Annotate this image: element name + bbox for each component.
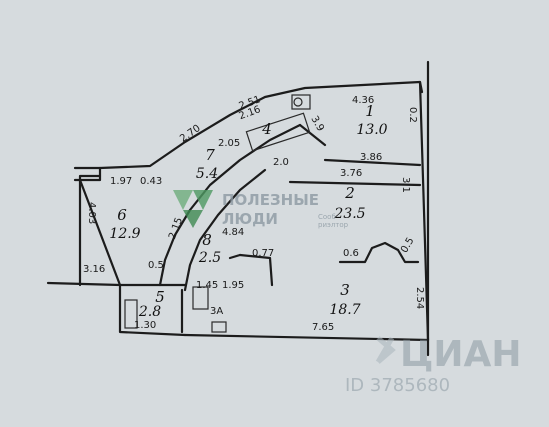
dim-label: 4.36 bbox=[352, 95, 374, 106]
cian-watermark: ЦИАН ID 3785680 bbox=[345, 334, 522, 396]
room-1-area: 13.0 bbox=[356, 122, 387, 138]
bathroom-fixtures bbox=[124, 94, 311, 333]
room-labels: 1 13.0 2 23.5 3 18.7 4 5.4 5 2.8 6 12.9 … bbox=[109, 102, 387, 320]
listing-id: ID 3785680 bbox=[345, 375, 450, 396]
brand-sub-line1: Сооб bbox=[318, 213, 336, 221]
dim-label: 0.5 bbox=[399, 236, 416, 255]
room-4-number: 4 bbox=[261, 120, 272, 138]
brand-name-line1: ПОЛЕЗНЫЕ bbox=[222, 191, 319, 209]
dim-label: 1.45 bbox=[196, 280, 218, 291]
dim-label: 1.97 bbox=[110, 176, 132, 187]
dim-label: 3.76 bbox=[340, 168, 362, 179]
dim-label: 2.15 bbox=[167, 216, 185, 241]
room-5-number: 5 bbox=[155, 288, 165, 306]
dim-label: 0.77 bbox=[252, 248, 274, 259]
dim-label: 1.95 bbox=[222, 280, 244, 291]
inner-walls bbox=[78, 123, 422, 334]
room-3-area: 18.7 bbox=[329, 302, 360, 318]
dim-label: 0.2 bbox=[407, 107, 418, 123]
dim-label: 4.84 bbox=[222, 227, 244, 238]
cian-text: ЦИАН bbox=[400, 334, 522, 375]
room-2-area: 23.5 bbox=[333, 206, 365, 222]
brand-sub-line2: риэлтор bbox=[318, 221, 349, 229]
dim-label: 3.1 bbox=[400, 177, 411, 193]
dim-label: 1.30 bbox=[134, 320, 156, 331]
cian-logo-icon bbox=[375, 336, 396, 364]
room-3-number: 3 bbox=[340, 281, 350, 299]
dim-label: 0.6 bbox=[343, 248, 359, 259]
dim-label: 2.05 bbox=[218, 138, 240, 149]
brand-logo-icon bbox=[173, 190, 213, 228]
room-6-area: 12.9 bbox=[109, 226, 140, 242]
brand-name-line2: ЛЮДИ bbox=[222, 210, 278, 228]
room-1-number: 1 bbox=[365, 102, 375, 120]
dim-label: 2.70 bbox=[178, 123, 203, 145]
dim-label: 3.9 bbox=[308, 114, 325, 133]
dim-label: 0.43 bbox=[140, 176, 162, 187]
dim-label: 4.03 bbox=[86, 202, 97, 224]
brand-watermark: ПОЛЕЗНЫЕ ЛЮДИ Сооб риэлтор bbox=[173, 190, 349, 229]
room-7-number: 7 bbox=[205, 146, 215, 164]
room-6-number: 6 bbox=[117, 206, 127, 224]
dim-label: 0.5 bbox=[148, 260, 164, 271]
room-2-number: 2 bbox=[344, 184, 355, 202]
room-8-area: 2.5 bbox=[198, 250, 221, 266]
dim-label: 7.65 bbox=[312, 322, 334, 333]
dim-label: 3.86 bbox=[360, 152, 382, 163]
room-8-number: 8 bbox=[202, 231, 212, 249]
dim-label: 2.54 bbox=[414, 287, 425, 309]
dim-label: 3.16 bbox=[83, 264, 105, 275]
room-4-area: 5.4 bbox=[196, 166, 218, 182]
dim-label: 2.0 bbox=[273, 157, 289, 168]
outer-walls bbox=[46, 60, 430, 357]
sanitary-label: 3А bbox=[210, 306, 223, 317]
room-5-area: 2.8 bbox=[138, 304, 161, 320]
